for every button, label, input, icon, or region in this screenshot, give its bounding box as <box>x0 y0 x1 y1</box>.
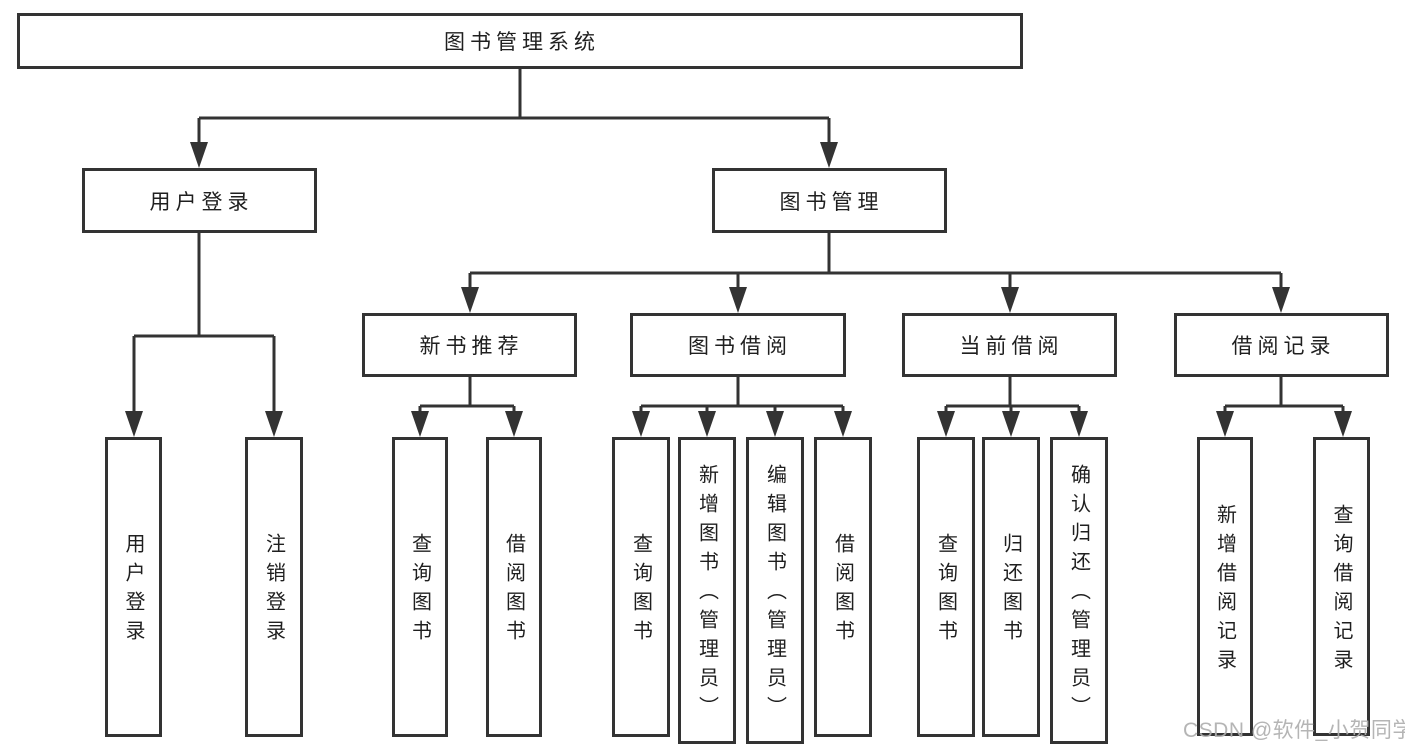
node-user-login: 用户登录 <box>82 168 317 233</box>
csdn-watermark: CSDN @软件_小贺同学 <box>1183 719 1405 742</box>
node-current-borrow: 当前借阅 <box>902 313 1117 377</box>
connector-bookmgmt-to-level3 <box>461 233 1290 313</box>
leaf-user-login: 用户登录 <box>105 437 162 737</box>
connector-borrowrecord-group <box>1216 377 1352 437</box>
leaf-bb-borrow-book: 借阅图书 <box>814 437 872 737</box>
node-root-label: 图书管理系统 <box>444 31 600 54</box>
leaf-bb-edit-book-label: 编辑图书（管理员） <box>763 464 786 725</box>
leaf-br-add-record-label: 新增借阅记录 <box>1213 503 1236 678</box>
leaf-bb-borrow-book-label: 借阅图书 <box>831 533 854 649</box>
leaf-cb-return-book: 归还图书 <box>982 437 1040 737</box>
connector-userlogin-group <box>125 233 283 437</box>
node-new-book-rec: 新书推荐 <box>362 313 577 377</box>
leaf-cb-confirm-return-label: 确认归还（管理员） <box>1067 464 1090 725</box>
leaf-br-add-record: 新增借阅记录 <box>1197 437 1253 736</box>
connector-currentborrow-group <box>937 377 1088 437</box>
leaf-bb-add-book: 新增图书（管理员） <box>678 437 736 744</box>
leaf-bb-query-book-label: 查询图书 <box>629 533 652 649</box>
node-new-book-rec-label: 新书推荐 <box>419 335 524 358</box>
leaf-logout: 注销登录 <box>245 437 303 737</box>
leaf-rec-borrow-book-label: 借阅图书 <box>502 533 525 649</box>
node-user-login-label: 用户登录 <box>149 190 254 214</box>
leaf-bb-add-book-label: 新增图书（管理员） <box>695 464 718 725</box>
leaf-rec-query-book-label: 查询图书 <box>408 533 431 649</box>
node-root: 图书管理系统 <box>17 13 1023 69</box>
leaf-cb-return-book-label: 归还图书 <box>999 533 1022 649</box>
node-borrow-record-label: 借阅记录 <box>1231 335 1336 358</box>
node-book-borrow: 图书借阅 <box>630 313 846 377</box>
leaf-cb-query-book-label: 查询图书 <box>934 533 957 649</box>
leaf-cb-query-book: 查询图书 <box>917 437 975 737</box>
leaf-rec-query-book: 查询图书 <box>392 437 448 737</box>
leaf-bb-query-book: 查询图书 <box>612 437 670 737</box>
node-book-mgmt: 图书管理 <box>712 168 947 233</box>
connector-bookborrow-group <box>632 377 852 437</box>
leaf-bb-edit-book: 编辑图书（管理员） <box>746 437 804 744</box>
leaf-rec-borrow-book: 借阅图书 <box>486 437 542 737</box>
leaf-br-query-record-label: 查询借阅记录 <box>1330 503 1352 678</box>
node-borrow-record: 借阅记录 <box>1174 313 1389 377</box>
node-book-borrow-label: 图书借阅 <box>688 335 792 358</box>
leaf-cb-confirm-return: 确认归还（管理员） <box>1050 437 1108 744</box>
leaf-user-login-label: 用户登录 <box>122 533 144 649</box>
node-current-borrow-label: 当前借阅 <box>959 335 1064 358</box>
connector-newbookrec-group <box>411 377 523 437</box>
connector-root-to-level2 <box>190 69 838 168</box>
leaf-br-query-record: 查询借阅记录 <box>1313 437 1370 736</box>
leaf-logout-label: 注销登录 <box>262 533 285 649</box>
node-book-mgmt-label: 图书管理 <box>779 190 884 214</box>
